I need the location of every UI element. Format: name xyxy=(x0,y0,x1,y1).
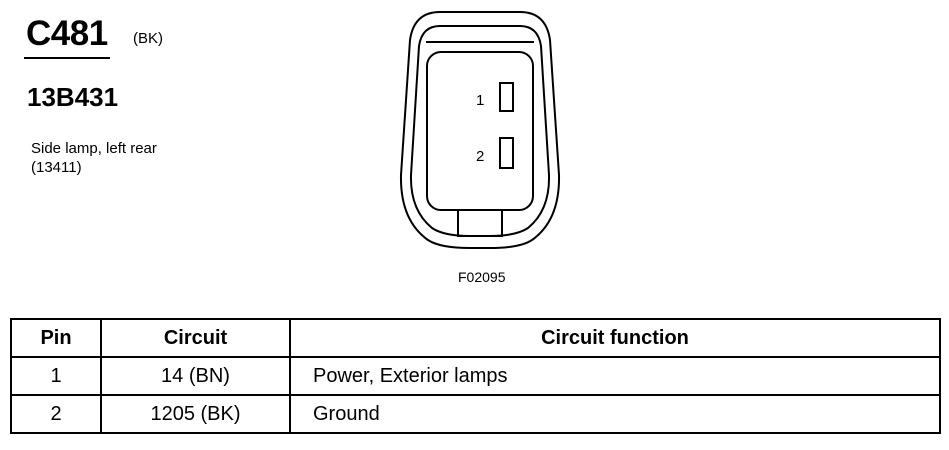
figure-code: F02095 xyxy=(458,269,506,285)
connector-bottom-key xyxy=(457,210,503,237)
circuit-cell: 14 (BN) xyxy=(100,356,291,396)
circuit-function-cell: Ground xyxy=(289,394,941,434)
connector-pin-face xyxy=(426,51,534,211)
description-line-2: (13411) xyxy=(31,159,82,176)
header-pin: Pin xyxy=(10,318,102,358)
pin-circuit-table: Pin Circuit Circuit function 1 14 (BN) P… xyxy=(10,318,941,434)
connector-outer-housing xyxy=(399,11,561,249)
connector-face-diagram: 1 2 xyxy=(399,11,561,249)
table-row: 2 1205 (BK) Ground xyxy=(10,394,941,434)
table-header-row: Pin Circuit Circuit function xyxy=(10,318,941,358)
connector-description: Side lamp, left rear (13411) xyxy=(31,139,157,177)
connector-color-code: (BK) xyxy=(133,30,163,47)
connector-id-underline xyxy=(24,57,110,59)
pin-cell: 2 xyxy=(10,394,102,434)
connector-id: C481 xyxy=(26,14,108,53)
pin-cell: 1 xyxy=(10,356,102,396)
part-number: 13B431 xyxy=(27,82,119,112)
pin-2-terminal xyxy=(499,137,514,169)
circuit-cell: 1205 (BK) xyxy=(100,394,291,434)
pin-2-label: 2 xyxy=(476,148,484,165)
header-circuit-function: Circuit function xyxy=(289,318,941,358)
description-line-1: Side lamp, left rear xyxy=(31,140,157,157)
circuit-function-cell: Power, Exterior lamps xyxy=(289,356,941,396)
pin-1-label: 1 xyxy=(476,92,484,109)
connector-inner-housing xyxy=(409,25,551,237)
table-row: 1 14 (BN) Power, Exterior lamps xyxy=(10,356,941,396)
header-circuit: Circuit xyxy=(100,318,291,358)
pin-1-terminal xyxy=(499,82,514,112)
